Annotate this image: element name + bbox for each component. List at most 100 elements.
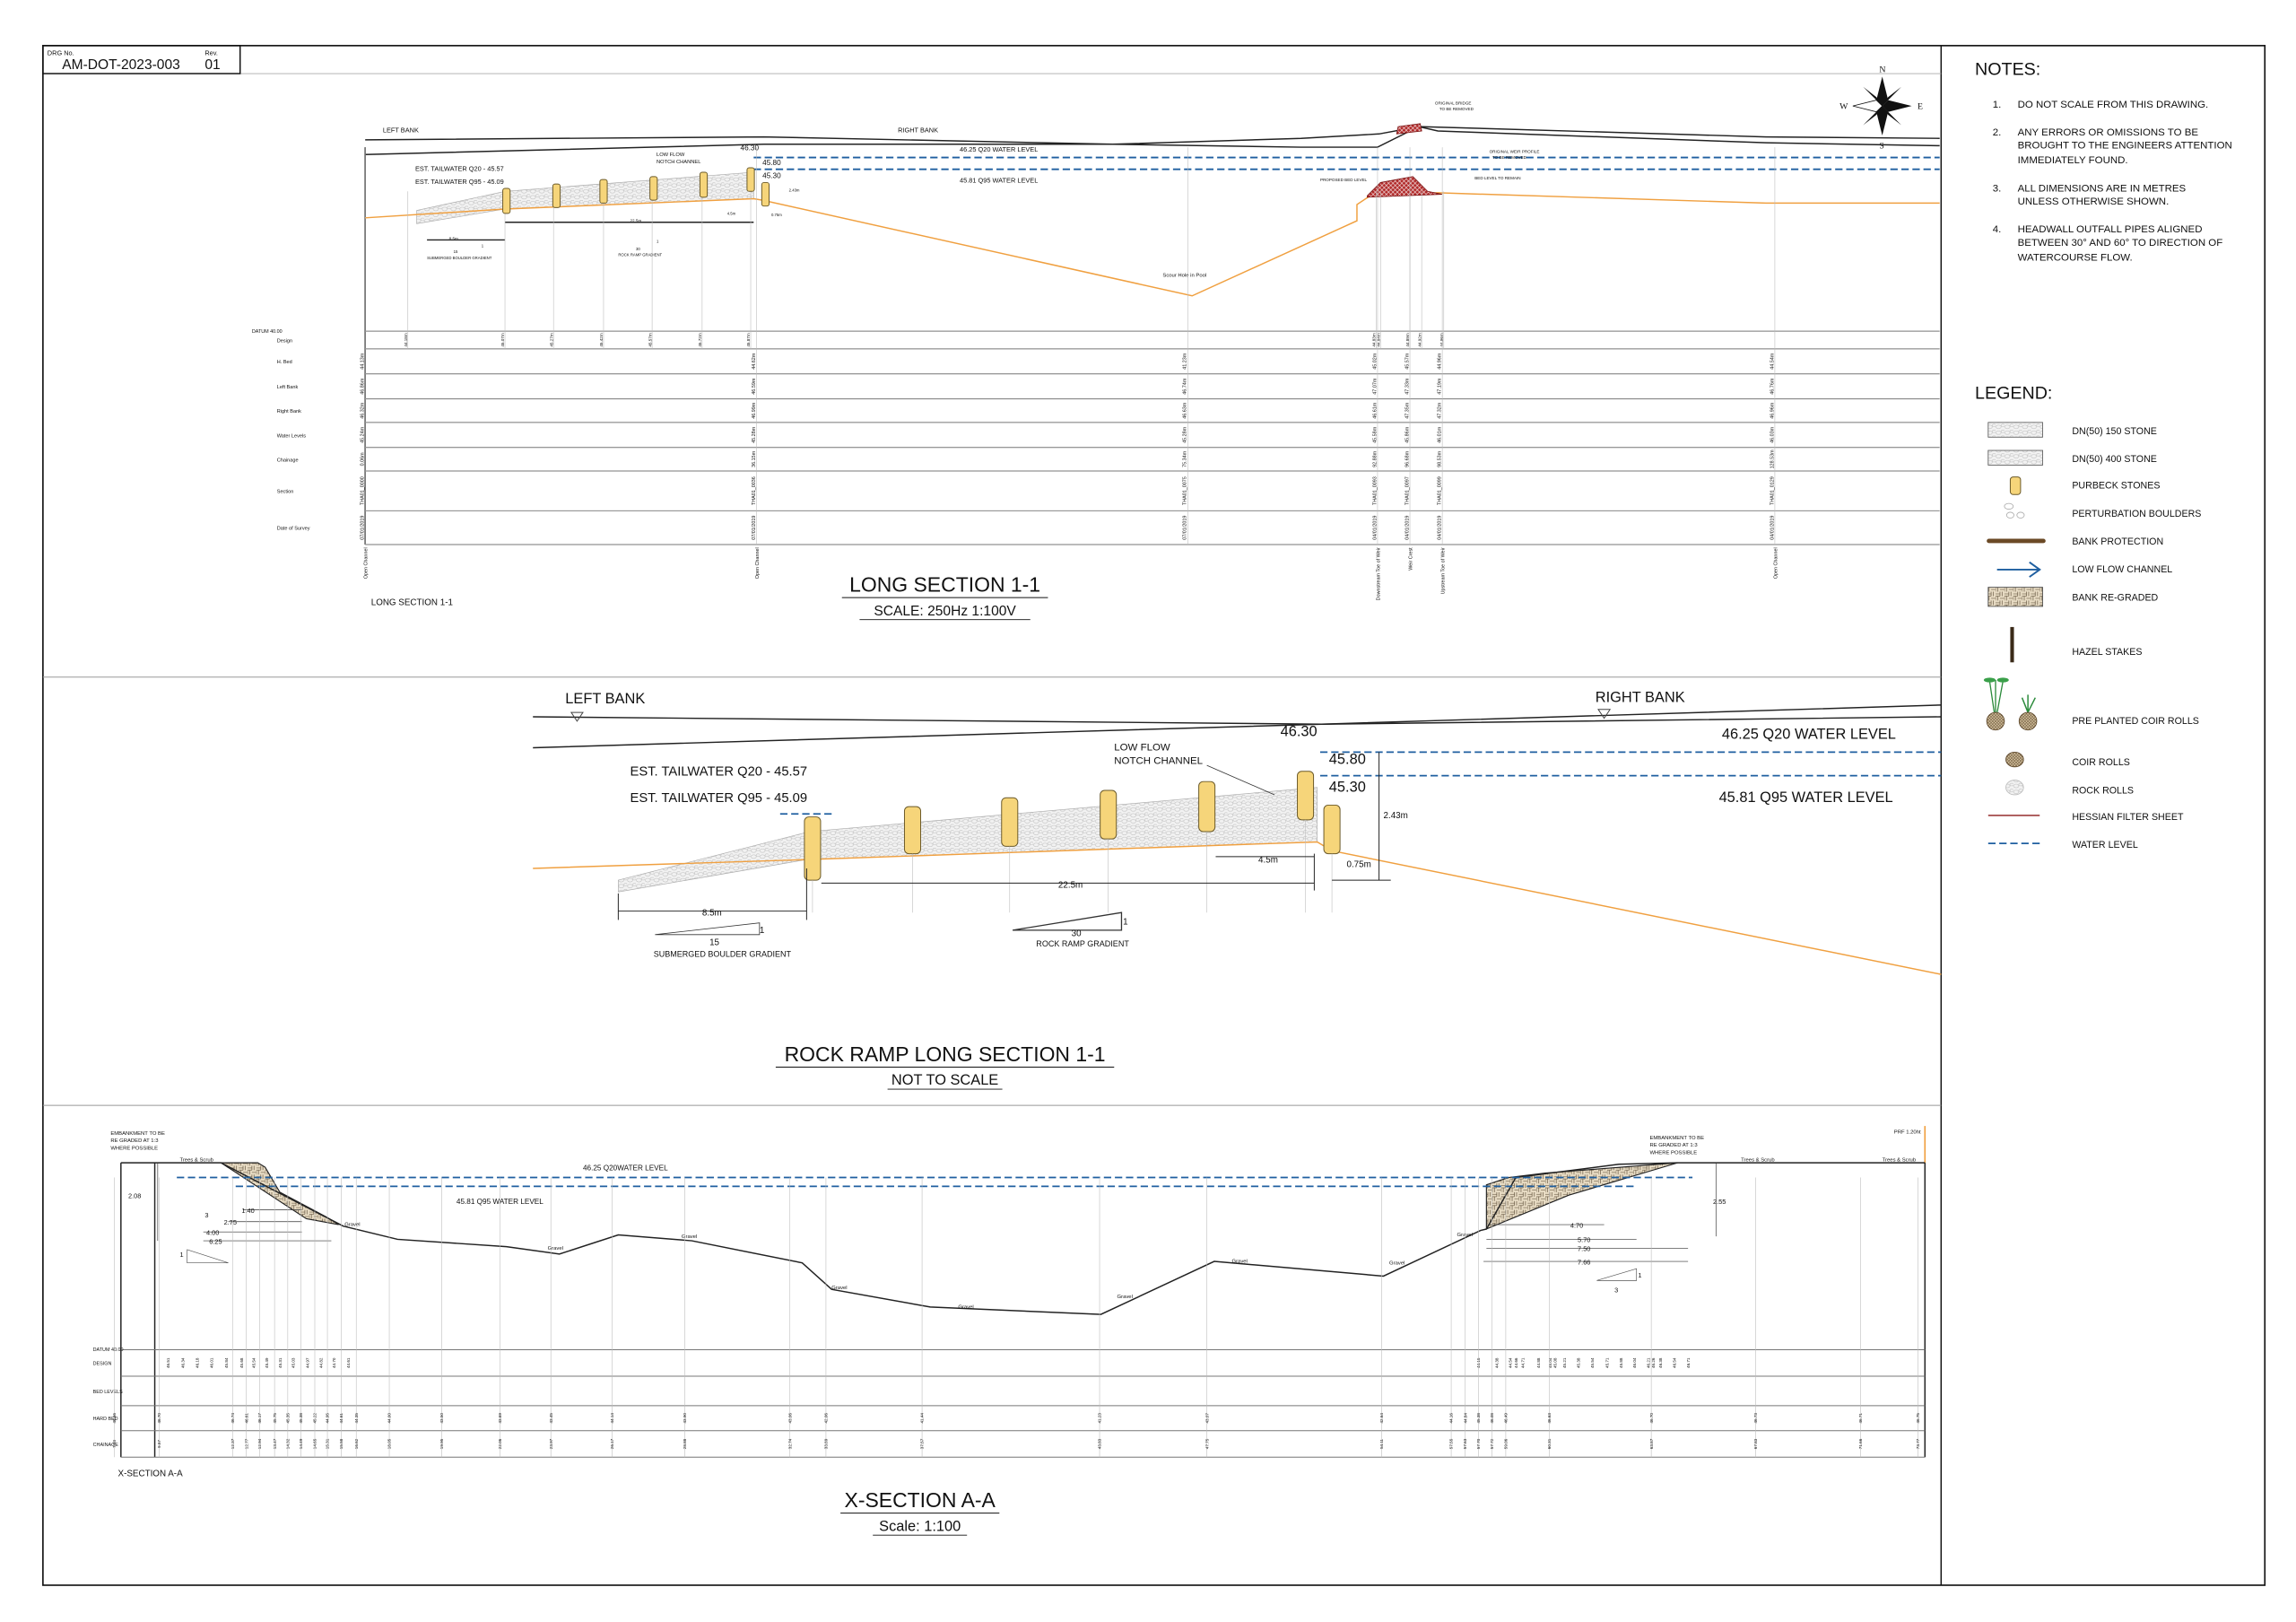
chainage-value: 71.66: [1858, 1438, 1863, 1449]
hard-bed-level: 44.14: [610, 1413, 614, 1424]
table-cell: 46.96m: [1770, 402, 1775, 419]
legend-item-label: HESSIAN FILTER SHEET: [2072, 812, 2184, 823]
mini-ramp-gradient: ROCK RAMP GRADIENT: [618, 252, 662, 257]
ramp-dim-length: 22.5m: [1058, 880, 1083, 890]
x-section-sub-label: X-SECTION A-A: [118, 1469, 184, 1479]
chainage-value: 15.31: [326, 1438, 330, 1449]
design-level: 46.54: [1672, 1357, 1676, 1368]
chainage-value: 22.06: [498, 1438, 502, 1449]
design-level: 45.88: [1619, 1357, 1623, 1368]
chainage-value: 16.62: [354, 1438, 359, 1449]
design-level: 46.38: [1658, 1357, 1663, 1368]
design-level: 45.49: [265, 1357, 269, 1368]
x-section-a-a: 46.25 Q20WATER LEVEL 45.81 Q95 WATER LEV…: [93, 1126, 1926, 1536]
chainage-value: 54.11: [1379, 1438, 1384, 1449]
chainage-value: 37.57: [920, 1438, 925, 1449]
design-level: 46.21: [1646, 1357, 1650, 1368]
design-level: 44.38: [1494, 1357, 1499, 1368]
long-section-scale: SCALE: 250Hz 1:100V: [874, 604, 1016, 619]
note-number: 2.: [1993, 127, 2002, 138]
table-row-label: HARD BED: [93, 1417, 118, 1422]
table-cell: 45.24m: [361, 426, 366, 443]
design-level: 45.68: [239, 1357, 244, 1368]
purbeck-stone-icon: [2009, 476, 2022, 495]
gravel-label: Gravel: [1232, 1260, 1248, 1265]
right-dim-3: 7.50: [1578, 1245, 1590, 1253]
chainage-value: 73.77: [1916, 1438, 1920, 1449]
scour-hole-label: Scour Hole in Pool: [1162, 273, 1206, 278]
chainage-value: 12.77: [244, 1438, 248, 1449]
mini-dim-step: 4.5m: [727, 212, 736, 216]
ramp-gradient-label: ROCK RAMP GRADIENT: [1036, 939, 1129, 948]
compass-west: W: [1839, 101, 1848, 111]
x-section-scale: Scale: 1:100: [879, 1518, 961, 1534]
long-section-1-1: LEFT BANK RIGHT BANK 46.25 Q20 WATER LEV…: [252, 100, 1940, 621]
ramp-run: 30: [1072, 929, 1082, 938]
table-cell: THA01_0129: [1770, 476, 1775, 505]
design-level: 44.97: [306, 1357, 310, 1368]
notes-panel: NOTES: 1.DO NOT SCALE FROM THIS DRAWING.…: [1975, 60, 2232, 264]
legend-item-label: DN(50) 400 STONE: [2072, 454, 2157, 465]
bank-regraded-swatch-icon: [1987, 587, 2043, 607]
table-cell: 04/01/2019: [1437, 516, 1442, 540]
table-cell: 46.61m: [1372, 402, 1378, 419]
legend-item-label: BANK PROTECTION: [2072, 536, 2163, 547]
design-level: 46.71: [1686, 1357, 1691, 1368]
low-flow-label-2: NOTCH CHANNEL: [657, 160, 700, 165]
chainage-value: 23.97: [549, 1438, 553, 1449]
gravel-label: Gravel: [344, 1223, 360, 1228]
compass-east: E: [1918, 101, 1923, 111]
table-cell: THA01_0099: [1437, 476, 1442, 505]
tailwater-q95-label: EST. TAILWATER Q95 - 45.09: [415, 178, 504, 186]
table-cell: 47.35m: [1405, 402, 1410, 419]
hard-bed-level: 46.70: [1649, 1413, 1654, 1424]
design-level: 46.51: [166, 1357, 170, 1368]
table-cell: 47.33m: [1405, 378, 1410, 395]
table-cell: 45.57m: [1405, 353, 1410, 370]
note-text: ALL DIMENSIONS ARE IN METRES: [2018, 183, 2187, 194]
gravel-label: Gravel: [1457, 1233, 1473, 1238]
table-cell: 46.86m: [361, 378, 366, 395]
table-cell: 47.07m: [1372, 378, 1378, 395]
hard-bed-level: 45.22: [313, 1413, 317, 1424]
original-weir-hatch: [1367, 176, 1443, 198]
hard-bed-level: 46.17: [257, 1413, 262, 1424]
title-block: DRG No. AM-DOT-2023-003 Rev. 01: [42, 45, 241, 74]
table-cell: 44.13m: [361, 353, 366, 370]
chainage-value: 12.37: [230, 1438, 235, 1449]
trees-scrub-mid: Trees & Scrub: [1741, 1157, 1775, 1163]
table-cell: 41.23m: [1183, 353, 1188, 370]
purbeck-stone: [1297, 771, 1315, 821]
mini-ramp-rise: 1: [657, 240, 659, 244]
note-text: WATERCOURSE FLOW.: [2018, 252, 2133, 263]
bank-protection-icon: [1987, 538, 2046, 544]
chainage-value: 14.32: [285, 1438, 290, 1449]
note-number: 4.: [1993, 224, 2002, 235]
purbeck-stone: [1323, 804, 1341, 855]
low-flow-arrow-icon: [1996, 561, 2041, 578]
ramp-dim-apron: 8.5m: [702, 908, 722, 918]
chainage-value: 14.49: [299, 1438, 303, 1449]
table-cell: 44.96m: [1437, 353, 1442, 370]
design-level: 44.66: [1514, 1357, 1518, 1368]
hard-bed-level: 45.38: [299, 1413, 303, 1424]
design-level: 44.92m: [1417, 333, 1422, 346]
right-height-dim: 2.55: [1713, 1198, 1726, 1206]
north-arrow-compass-icon: N S E W: [1839, 65, 1923, 151]
left-embankment-note-2: RE GRADED AT 1:3: [110, 1138, 159, 1144]
table-cell: 46.59m: [752, 378, 757, 395]
note-text: HEADWALL OUTFALL PIPES ALIGNED: [2018, 224, 2203, 235]
table-cell: 45.02m: [1372, 353, 1378, 370]
table-cell: THA01_0036: [752, 476, 757, 505]
chainage-value: 19.95: [439, 1438, 444, 1449]
design-level: 44.83m: [1371, 333, 1376, 346]
chainage-feature-label: Downstream Toe of Weir: [1376, 547, 1381, 600]
design-level: 44.89m: [1405, 333, 1410, 346]
design-level: 45.54: [1590, 1357, 1595, 1368]
hard-bed-level: 46.70: [157, 1413, 161, 1424]
mini-dim-ramp: 22.5m: [630, 219, 641, 223]
right-dim-1: 4.70: [1570, 1221, 1583, 1229]
table-cell: 75.34m: [1183, 450, 1188, 467]
chainage-value: 57.70: [1476, 1438, 1481, 1449]
